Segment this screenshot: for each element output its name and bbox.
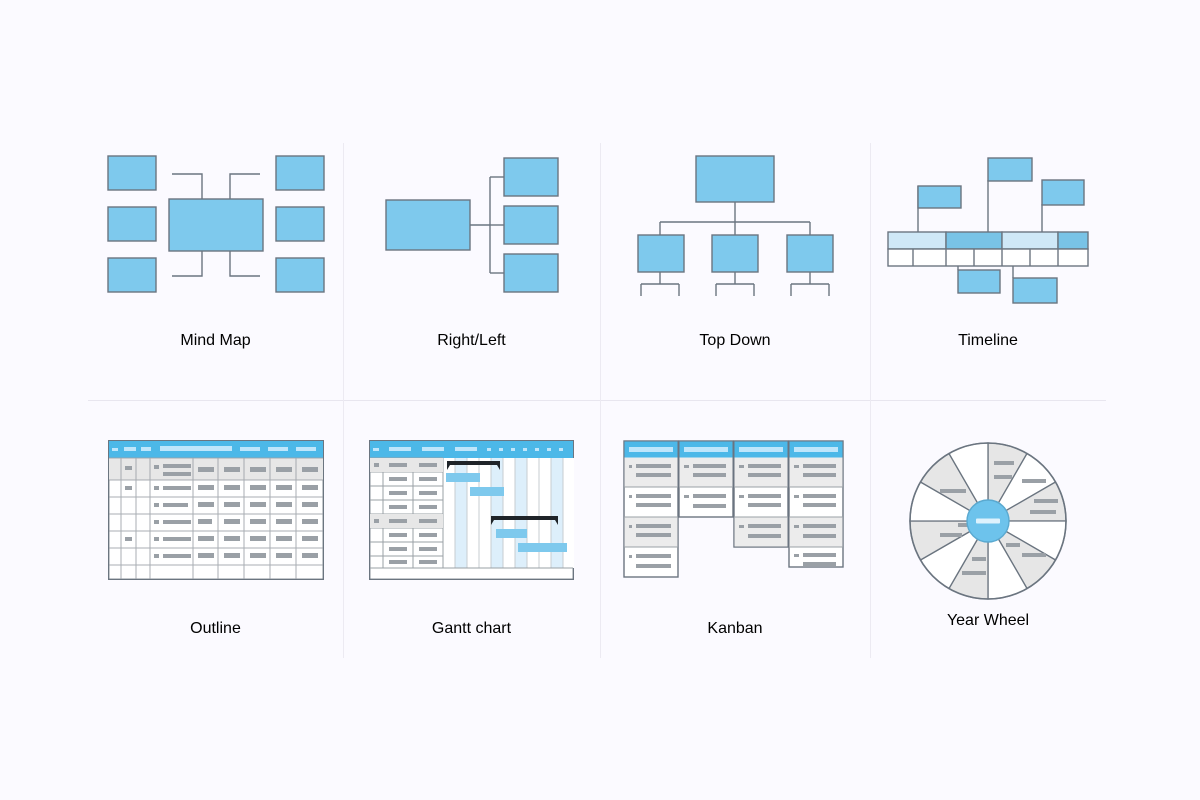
view-card-top-down[interactable]: Top Down — [600, 150, 870, 349]
view-card-timeline[interactable]: Timeline — [870, 150, 1106, 349]
top-down-illustration — [636, 155, 834, 296]
gantt-chart-illustration — [368, 439, 575, 581]
view-label-right-left: Right/Left — [437, 332, 506, 349]
view-card-gantt-chart[interactable]: Gantt chart — [343, 439, 600, 637]
view-card-right-left[interactable]: Right/Left — [343, 150, 600, 349]
mind-map-illustration — [106, 155, 325, 293]
grid-divider-horizontal — [88, 400, 1106, 401]
view-label-outline: Outline — [190, 620, 241, 637]
year-wheel-illustration — [909, 442, 1067, 600]
kanban-column-1 — [623, 440, 679, 578]
view-label-gantt-chart: Gantt chart — [431, 620, 512, 637]
kanban-column-3 — [733, 440, 789, 548]
kanban-illustration — [623, 440, 844, 578]
outline-illustration — [107, 439, 324, 581]
view-label-year-wheel: Year Wheel — [946, 612, 1030, 629]
view-label-mind-map: Mind Map — [180, 332, 251, 349]
view-card-kanban[interactable]: Kanban — [600, 440, 870, 637]
grid-divider-vertical-1 — [343, 143, 344, 658]
view-card-year-wheel[interactable]: Year Wheel — [870, 440, 1106, 629]
right-left-illustration — [384, 157, 559, 293]
gantt-summary-bracket-2 — [491, 516, 558, 525]
view-card-mind-map[interactable]: Mind Map — [88, 150, 343, 349]
view-card-outline[interactable]: Outline — [88, 439, 343, 637]
kanban-column-4 — [788, 440, 844, 568]
kanban-column-2 — [678, 440, 734, 518]
view-label-top-down: Top Down — [699, 332, 771, 349]
gantt-task-bars — [446, 473, 567, 552]
view-label-timeline: Timeline — [958, 332, 1018, 349]
view-label-kanban: Kanban — [707, 620, 763, 637]
grid-divider-vertical-2 — [600, 143, 601, 658]
grid-divider-vertical-3 — [870, 143, 871, 658]
timeline-illustration — [887, 157, 1089, 304]
gantt-summary-bracket-1 — [447, 461, 500, 470]
